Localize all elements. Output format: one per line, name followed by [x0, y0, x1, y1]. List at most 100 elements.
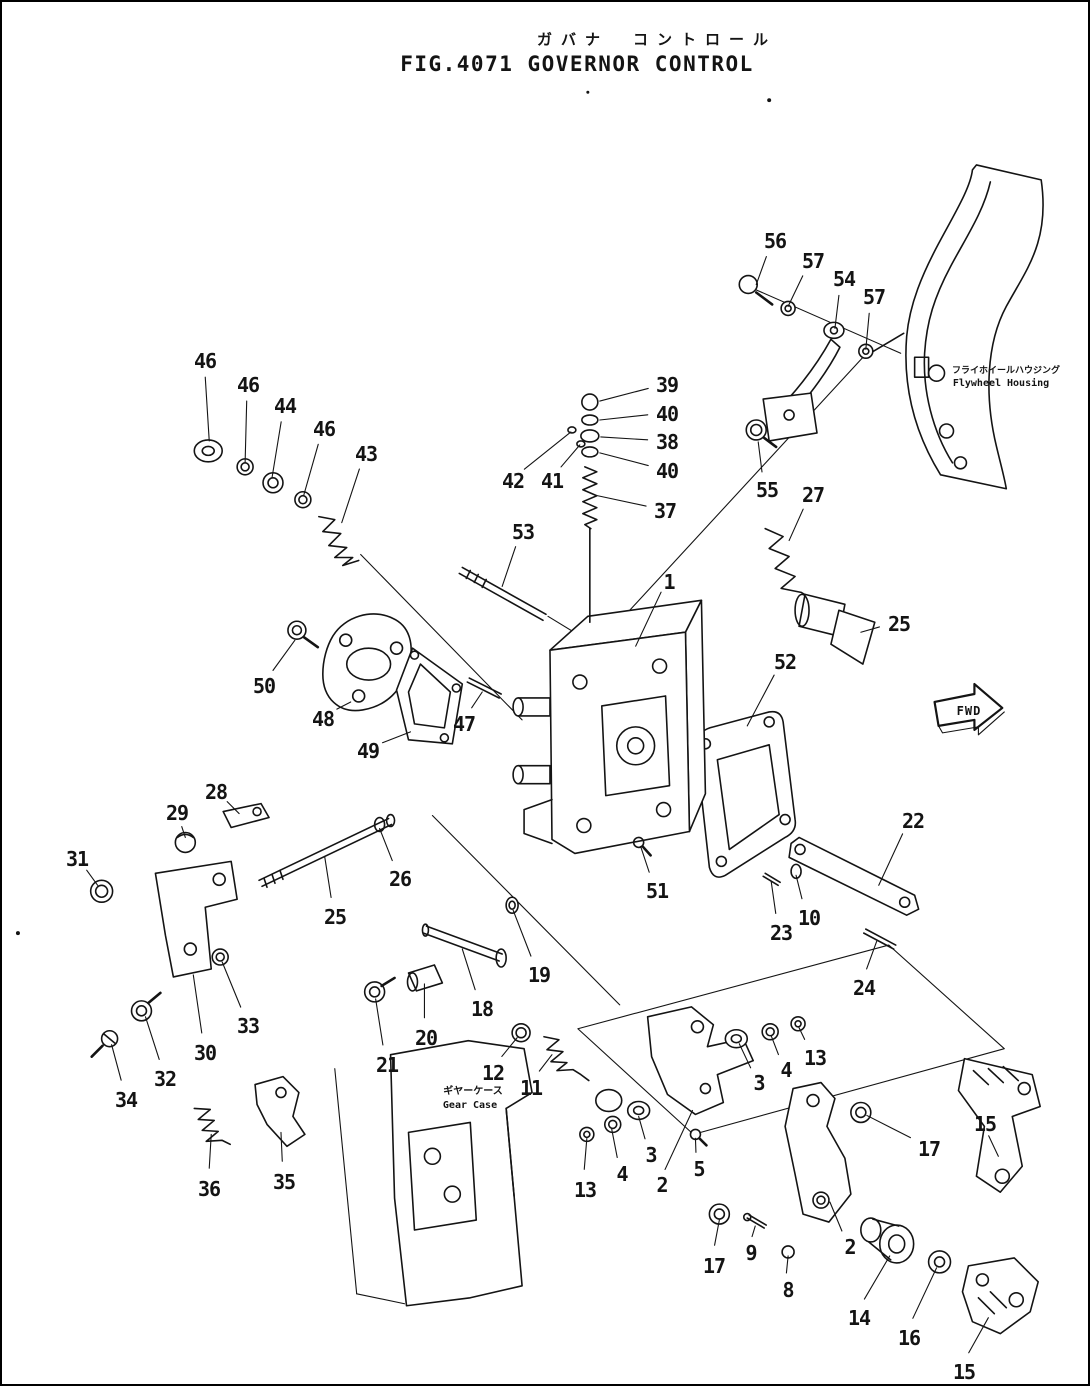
part-callout-57: 57	[801, 249, 825, 273]
part-callout-26: 26	[388, 867, 412, 891]
throttle-lever-group	[738, 274, 876, 665]
part-callout-13: 13	[573, 1178, 597, 1202]
gear-case-label-jp: ギヤーケース	[443, 1086, 503, 1097]
nut-16	[927, 1250, 952, 1274]
part-callout-3: 3	[645, 1143, 657, 1167]
washer-set-top-left	[193, 439, 360, 567]
governor-housing-1	[512, 527, 707, 857]
collar-20	[407, 964, 444, 992]
bushing-14	[878, 1224, 915, 1264]
part-callout-31: 31	[65, 847, 89, 871]
shaft-18-group	[363, 896, 519, 1003]
cap-29	[174, 831, 197, 854]
link-22-group	[762, 836, 920, 950]
spring-27	[764, 527, 812, 600]
part-callout-17: 17	[702, 1254, 726, 1278]
part-callout-33: 33	[236, 1014, 260, 1038]
part-callout-46: 46	[312, 417, 336, 441]
part-callout-18: 18	[470, 997, 494, 1021]
part-callout-19: 19	[527, 963, 551, 987]
spring-36	[193, 1107, 231, 1146]
part-callout-27: 27	[801, 483, 825, 507]
figure-title: FIG.4071 GOVERNOR CONTROL	[400, 52, 754, 76]
washer-4b	[603, 1115, 622, 1134]
part-callout-5: 5	[693, 1157, 705, 1181]
ring-26	[373, 816, 386, 833]
part-callout-12: 12	[481, 1061, 505, 1085]
bracket-2	[784, 1081, 852, 1223]
part-callout-22: 22	[901, 809, 925, 833]
part-callout-17: 17	[917, 1137, 941, 1161]
gear-case-label-en: Gear Case	[442, 1100, 498, 1111]
valve-spring-stack	[567, 393, 600, 530]
part-callout-41: 41	[540, 469, 564, 493]
spring-11	[543, 1035, 590, 1082]
part-callout-43: 43	[354, 442, 378, 466]
part-callout-25: 25	[323, 905, 347, 929]
roller-3	[724, 1028, 749, 1049]
flywheel-housing-label-jp: フライホイールハウジング	[951, 366, 1061, 376]
part-callout-40: 40	[655, 402, 679, 426]
part-callout-37: 37	[653, 499, 677, 523]
ring-19	[505, 896, 519, 914]
scan-specks	[15, 90, 772, 936]
part-callout-23: 23	[769, 921, 793, 945]
part-callout-15: 15	[973, 1112, 997, 1136]
part-callout-54: 54	[832, 267, 856, 291]
bolt-32	[130, 1000, 153, 1022]
nut-33	[211, 948, 229, 966]
part-callout-29: 29	[165, 801, 189, 825]
part-callout-13: 13	[803, 1046, 827, 1070]
part-callout-42: 42	[501, 469, 525, 493]
figure-title-japanese: ガバナ コントロール	[536, 30, 778, 49]
part-callout-9: 9	[745, 1241, 757, 1265]
spring-37	[582, 466, 598, 530]
part-callout-11: 11	[519, 1076, 543, 1100]
nut-12-spring-11	[511, 1022, 590, 1082]
part-callout-57: 57	[862, 285, 886, 309]
part-callout-30: 30	[193, 1041, 217, 1065]
part-callout-35: 35	[272, 1170, 296, 1194]
part-callout-34: 34	[114, 1088, 138, 1112]
part-callout-2: 2	[656, 1173, 668, 1197]
spring-36-lever-35	[193, 1075, 306, 1148]
pin-47	[466, 677, 502, 699]
bracket-30-cluster	[89, 860, 238, 1058]
gear-case	[389, 1039, 533, 1307]
part-callout-28: 28	[204, 780, 228, 804]
part-callout-46: 46	[236, 373, 260, 397]
part-callout-50: 50	[252, 674, 276, 698]
part-callout-46: 46	[193, 349, 217, 373]
part-callout-47: 47	[452, 712, 476, 736]
part-callout-40: 40	[655, 459, 679, 483]
lever-28	[222, 802, 270, 829]
part-callout-21: 21	[375, 1053, 399, 1077]
washer-4	[761, 1022, 779, 1041]
part-callout-56: 56	[763, 229, 787, 253]
cover-gasket-52	[694, 710, 797, 878]
part-callout-53: 53	[511, 520, 535, 544]
part-callout-49: 49	[356, 739, 380, 763]
pin-23	[762, 875, 779, 887]
part-callout-32: 32	[153, 1067, 177, 1091]
fwd-arrow-label: FWD	[956, 704, 982, 718]
part-callout-24: 24	[852, 976, 876, 1000]
spring-43	[318, 515, 360, 567]
nut-31	[89, 879, 114, 904]
control-lever-assembly	[708, 1057, 1041, 1335]
flywheel-housing-label-en: Flywheel Housing	[952, 378, 1050, 389]
part-callout-25: 25	[887, 612, 911, 636]
part-callout-14: 14	[847, 1306, 871, 1330]
part-callout-8: 8	[782, 1278, 794, 1302]
part-callout-10: 10	[797, 906, 821, 930]
part-callout-4: 4	[616, 1162, 628, 1186]
part-callout-38: 38	[655, 430, 679, 454]
pin-24	[863, 932, 895, 950]
part-callout-51: 51	[645, 879, 669, 903]
washer-17	[850, 1101, 872, 1124]
construction-lines	[334, 288, 1005, 1305]
gasket-49	[395, 647, 464, 745]
part-callout-4: 4	[780, 1058, 792, 1082]
flywheel-housing	[866, 164, 1044, 490]
